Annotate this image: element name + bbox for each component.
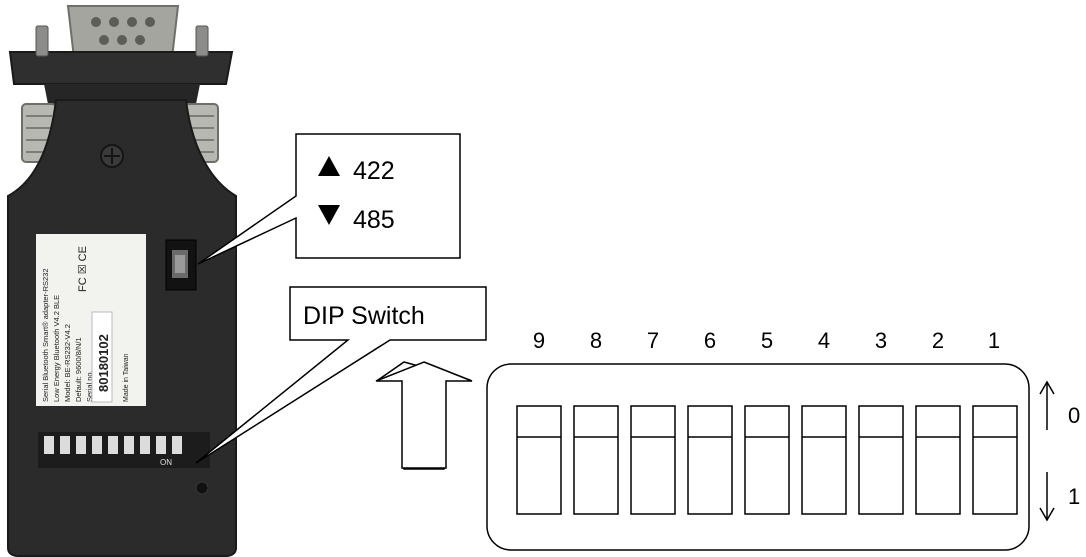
dip-down-value: 1 <box>1068 484 1080 509</box>
dip-toggle-9 <box>517 406 561 514</box>
dip-position-1: 1 <box>988 328 1000 353</box>
mode-up-value: 422 <box>353 157 395 185</box>
arrow-down-icon <box>1040 472 1054 520</box>
device-dip-switch: ON <box>38 432 210 468</box>
dip-switch-label: DIP Switch <box>303 302 425 330</box>
label-line-3: Model: BE-RS232-V4.2 <box>63 324 72 402</box>
dip-position-4: 4 <box>818 328 830 353</box>
arrow-up-icon <box>1040 382 1054 430</box>
dip-position-2: 2 <box>932 328 944 353</box>
made-in-label: Made in Taiwan <box>123 353 130 402</box>
dip-on-marking: ON <box>160 458 172 467</box>
dip-toggle-4 <box>802 406 846 514</box>
dip-toggle-7 <box>631 406 675 514</box>
dip-position-7: 7 <box>647 328 659 353</box>
dip-position-5: 5 <box>761 328 773 353</box>
dip-position-6: 6 <box>704 328 716 353</box>
label-line-1: Serial Bluetooth Smart® adapter-RS232 <box>41 268 50 402</box>
label-line-4: Default: 9600/8/N/1 <box>74 337 83 402</box>
mode-slide-switch <box>166 240 196 290</box>
db9-connector-icon <box>68 6 178 58</box>
dip-toggle-6 <box>688 406 732 514</box>
status-led-icon <box>196 482 208 494</box>
label-line-2: Low Energy Bluetooth V4.2 BLE <box>52 295 61 402</box>
adapter-device: Serial Bluetooth Smart® adapter-RS232 Lo… <box>8 6 236 556</box>
dip-toggle-3 <box>859 406 903 514</box>
connector-flange <box>10 52 232 84</box>
dip-switch-toggles <box>517 406 1017 514</box>
dip-toggle-2 <box>916 406 960 514</box>
dip-position-8: 8 <box>590 328 602 353</box>
dip-toggle-1 <box>973 406 1017 514</box>
dip-position-numbers: 9 8 7 6 5 4 3 2 1 <box>533 328 1000 353</box>
dip-up-value: 0 <box>1068 403 1080 428</box>
dip-position-9: 9 <box>533 328 545 353</box>
mode-callout: 422 485 <box>198 134 460 264</box>
dip-toggle-8 <box>574 406 618 514</box>
serial-number: 80180102 <box>96 334 111 392</box>
dip-position-3: 3 <box>875 328 887 353</box>
mode-down-value: 485 <box>353 206 395 234</box>
screw-icon <box>36 26 48 56</box>
dip-toggle-5 <box>745 406 789 514</box>
screw-icon <box>196 26 208 56</box>
certification-marks: FC ☒ CE <box>77 246 89 292</box>
